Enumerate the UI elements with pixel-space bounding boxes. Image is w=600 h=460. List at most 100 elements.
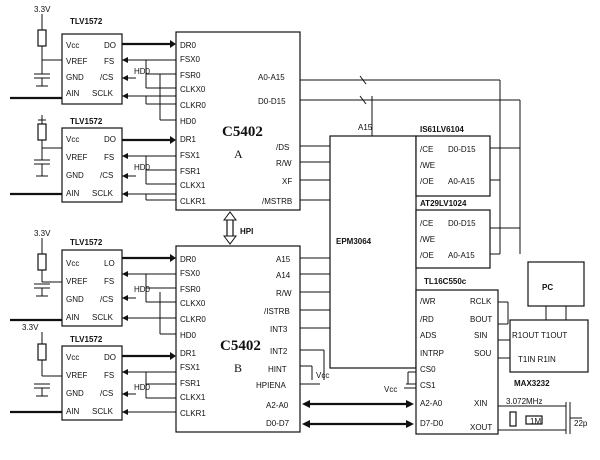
svg-text:GND: GND: [66, 171, 84, 180]
hpi-label: HPI: [240, 227, 253, 236]
svg-text:XF: XF: [282, 177, 292, 186]
svg-text:CLKX1: CLKX1: [180, 393, 206, 402]
svg-text:D0-D7: D0-D7: [266, 419, 290, 428]
max3232-name: MAX3232: [514, 379, 550, 388]
dsp-b: DR0 FSX0 FSR0 CLKX0 CLKR0 HD0 DR1 FSX1 F…: [175, 245, 301, 433]
cpld: EPM3064 A15: [329, 96, 417, 369]
dsp-a: DR0 FSX0 FSR0 CLKX0 CLKR0 HD0 DR1 FSX1 F…: [175, 31, 301, 211]
svg-text:HD0: HD0: [134, 383, 151, 392]
svg-text:Vcc: Vcc: [66, 135, 79, 144]
svg-text:INT3: INT3: [270, 325, 288, 334]
svg-text:/WE: /WE: [420, 235, 435, 244]
svg-text:AIN: AIN: [66, 313, 80, 322]
svg-text:1M: 1M: [530, 417, 541, 426]
mem1-chip: [415, 135, 491, 197]
svg-text:GND: GND: [66, 389, 84, 398]
svg-text:A2-A0: A2-A0: [420, 399, 443, 408]
dsp-b-chip: [175, 245, 301, 433]
svg-text:D7-D0: D7-D0: [420, 419, 444, 428]
hd0-label: HD0: [134, 67, 151, 76]
svg-text:CS0: CS0: [420, 365, 436, 374]
crystal-circuit: 3.072MHz 1M 22p: [498, 397, 588, 434]
uart-buses: [302, 301, 509, 428]
svg-text:22p: 22p: [574, 419, 588, 428]
svg-text:SCLK: SCLK: [92, 407, 114, 416]
svg-text:FSR1: FSR1: [180, 167, 201, 176]
svg-text:FSX1: FSX1: [180, 363, 201, 372]
svg-text:R1OUT T1OUT: R1OUT T1OUT: [512, 331, 567, 340]
svg-text:/CS: /CS: [100, 171, 113, 180]
svg-text:A15: A15: [276, 255, 291, 264]
adc-chip: [61, 33, 123, 105]
svg-text:DO: DO: [104, 353, 116, 362]
pc-interface: PC R1OUT T1OUT T1IN R1IN MAX3232: [498, 261, 589, 388]
crystal: [509, 411, 517, 427]
svg-text:CS1: CS1: [420, 381, 436, 390]
svg-text:CLKX0: CLKX0: [180, 85, 206, 94]
svg-text:GND: GND: [66, 73, 84, 82]
adc-unit-1: 3.3V TLV1572 Vcc DO VREF FS GND /CS AIN …: [10, 5, 123, 105]
svg-text:/CS: /CS: [100, 73, 113, 82]
svg-text:AIN: AIN: [66, 89, 80, 98]
dsp-b-name: C5402: [220, 338, 261, 354]
svg-text:VREF: VREF: [66, 57, 87, 66]
mem1-name: IS61LV6104: [420, 125, 464, 134]
svg-text:VREF: VREF: [66, 153, 87, 162]
svg-text:A0-A15: A0-A15: [448, 177, 475, 186]
svg-text:HD0: HD0: [134, 163, 151, 172]
svg-text:HD0: HD0: [134, 285, 151, 294]
adc-unit-3: 3.3V TLV1572 Vcc LO VREF FS GND /CS AIN …: [10, 229, 123, 327]
svg-text:FSR1: FSR1: [180, 379, 201, 388]
svg-text:TLV1572: TLV1572: [70, 238, 103, 247]
svg-text:LO: LO: [104, 259, 115, 268]
svg-text:BOUT: BOUT: [470, 315, 492, 324]
svg-text:CLKR0: CLKR0: [180, 315, 206, 324]
svg-text:A14: A14: [276, 271, 291, 280]
pc-label: PC: [542, 283, 553, 292]
svg-text:D0-D15: D0-D15: [448, 145, 476, 154]
adc-chip: [61, 249, 123, 327]
svg-text:AIN: AIN: [66, 189, 80, 198]
svg-text:DO: DO: [104, 135, 116, 144]
svg-text:TLV1572: TLV1572: [70, 335, 103, 344]
resistor: [37, 253, 47, 271]
svg-text:/CE: /CE: [420, 219, 433, 228]
dsp-a-name: C5402: [222, 124, 263, 140]
svg-text:3.3V: 3.3V: [34, 229, 51, 238]
svg-text:CLKR1: CLKR1: [180, 197, 206, 206]
svg-text:FSX1: FSX1: [180, 151, 201, 160]
svg-text:A0-A15: A0-A15: [448, 251, 475, 260]
svg-text:/CS: /CS: [100, 295, 113, 304]
svg-text:/CS: /CS: [100, 389, 113, 398]
svg-text:HINT: HINT: [268, 365, 287, 374]
svg-text:CLKR1: CLKR1: [180, 409, 206, 418]
svg-text:/WR: /WR: [420, 297, 436, 306]
svg-text:SIN: SIN: [474, 331, 488, 340]
supply-label: 3.3V: [34, 5, 51, 14]
adc-name: TLV1572: [70, 17, 103, 26]
serial-links: HD0 HD0 HD0 HD0: [122, 40, 176, 415]
vcc-label-uart: Vcc: [384, 385, 397, 394]
svg-text:VREF: VREF: [66, 371, 87, 380]
svg-text:FSX0: FSX0: [180, 269, 201, 278]
resistor-1m: [525, 415, 543, 425]
svg-text:GND: GND: [66, 295, 84, 304]
svg-text:DR1: DR1: [180, 135, 197, 144]
svg-text:DO: DO: [104, 41, 116, 50]
adc-chip: [61, 345, 123, 421]
adc-name: TLV1572: [70, 117, 103, 126]
memory-1: IS61LV6104 /CE D0-D15 /WE /OE A0-A15: [415, 125, 491, 197]
svg-text:Vcc: Vcc: [66, 259, 79, 268]
svg-text:XOUT: XOUT: [470, 423, 492, 432]
svg-text:CLKR0: CLKR0: [180, 101, 206, 110]
svg-text:DR0: DR0: [180, 255, 197, 264]
svg-text:DR1: DR1: [180, 349, 197, 358]
svg-text:FSX0: FSX0: [180, 55, 201, 64]
svg-text:Vcc: Vcc: [66, 41, 79, 50]
svg-text:Vcc: Vcc: [66, 353, 79, 362]
svg-text:FS: FS: [104, 371, 114, 380]
max3232-chip: [509, 319, 589, 373]
svg-text:SCLK: SCLK: [92, 89, 114, 98]
vcc-label-b: Vcc: [316, 371, 329, 380]
